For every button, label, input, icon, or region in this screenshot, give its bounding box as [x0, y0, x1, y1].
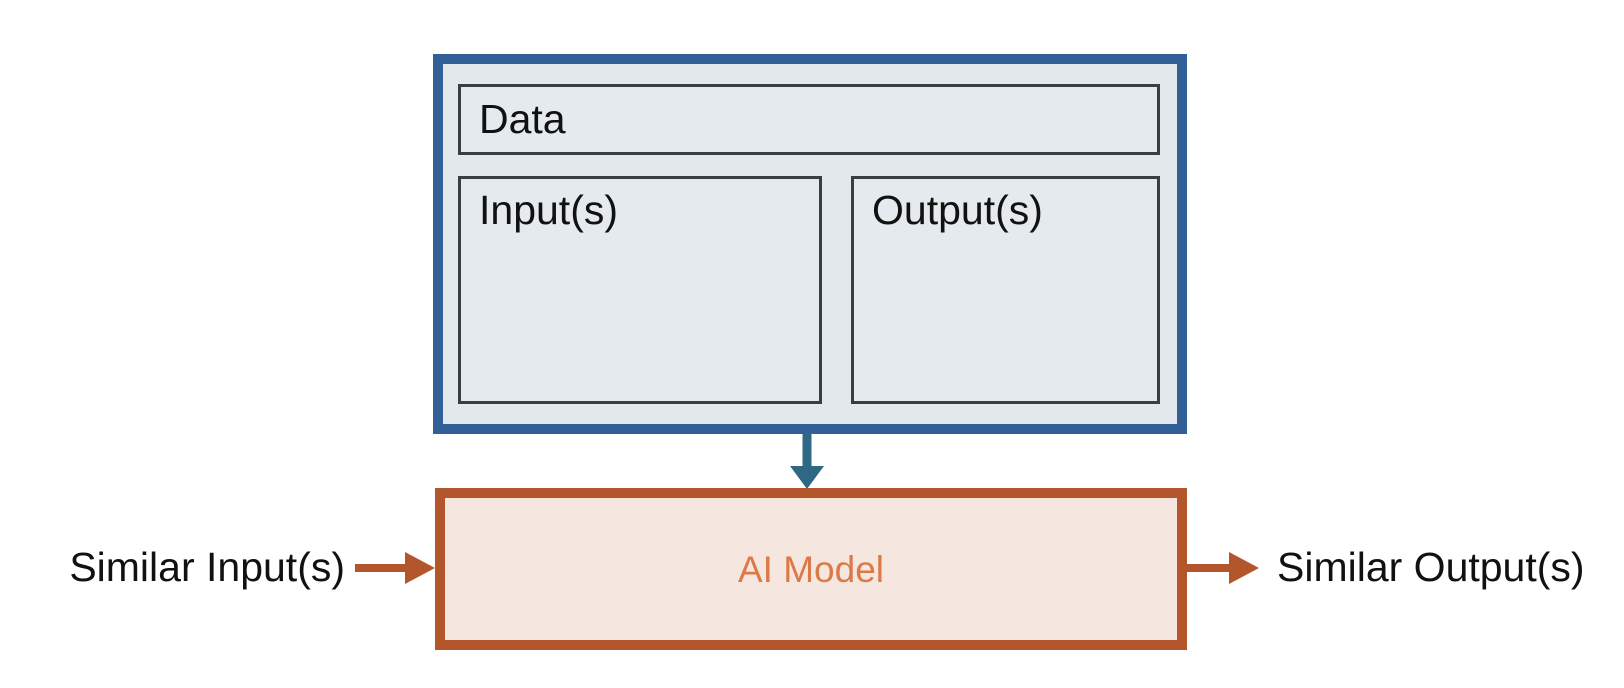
data-box: Data	[458, 84, 1160, 155]
similar-outputs-label: Similar Output(s)	[1277, 544, 1585, 590]
right-arrow-in-icon	[355, 552, 435, 584]
right-arrow-out-icon	[1187, 552, 1259, 584]
inputs-box-label: Input(s)	[479, 187, 618, 233]
ai-model-label: AI Model	[737, 548, 884, 590]
outputs-box-label: Output(s)	[872, 187, 1043, 233]
similar-inputs-label: Similar Input(s)	[69, 544, 345, 590]
inputs-box: Input(s)	[458, 176, 822, 404]
outputs-box: Output(s)	[851, 176, 1160, 404]
down-arrow-icon	[790, 433, 824, 489]
data-box-label: Data	[479, 95, 566, 142]
data-group-box: Data Input(s) Output(s)	[433, 54, 1187, 434]
ai-model-box: AI Model	[435, 488, 1187, 650]
